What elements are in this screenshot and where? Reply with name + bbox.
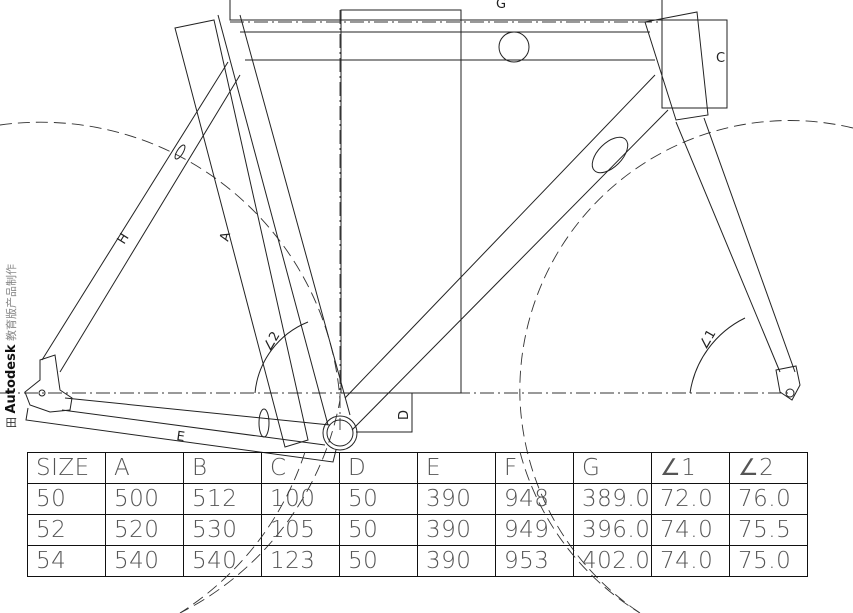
label-g: G bbox=[496, 0, 506, 12]
table-header-row: SIZE A B C D E F G ∠1 ∠2 bbox=[27, 452, 808, 484]
label-d: D bbox=[397, 410, 412, 420]
label-a: A bbox=[217, 230, 234, 243]
fork-blade bbox=[675, 121, 781, 373]
cell: 100 bbox=[261, 483, 340, 515]
down-tube-lower bbox=[351, 109, 669, 431]
cell: 50 bbox=[339, 545, 418, 577]
angle2-arc bbox=[254, 321, 309, 394]
cell: 123 bbox=[261, 545, 340, 577]
label-angle2: ∠2 bbox=[260, 329, 283, 354]
front-axle bbox=[785, 388, 795, 398]
seat-tube-right bbox=[239, 14, 351, 416]
top-dimension-box bbox=[229, 0, 663, 21]
cell: 390 bbox=[417, 483, 496, 515]
table-row: 54 540 540 123 50 390 953 402.0 74.0 75.… bbox=[27, 545, 808, 577]
bottom-bracket bbox=[322, 415, 358, 451]
bottom-bracket-inner bbox=[326, 419, 354, 447]
seat-tube-dimension bbox=[174, 19, 309, 448]
header-cell: C bbox=[261, 452, 340, 484]
header-cell: F bbox=[495, 452, 574, 484]
cell: 50 bbox=[27, 483, 106, 515]
fork-blade-right bbox=[703, 117, 796, 373]
head-tube bbox=[644, 11, 709, 121]
cell: 500 bbox=[105, 483, 184, 515]
rear-wheel-outline bbox=[0, 121, 341, 613]
chainstay bbox=[64, 397, 331, 426]
seat-stay-lower bbox=[59, 74, 241, 373]
chainstay-lower bbox=[61, 409, 326, 446]
cell: 540 bbox=[105, 545, 184, 577]
angle1-arc bbox=[689, 317, 746, 394]
cell: 402.0 bbox=[573, 545, 652, 577]
header-cell: E bbox=[417, 452, 496, 484]
cell: 72.0 bbox=[651, 483, 730, 515]
watermark-suffix: 教育版产品制作 bbox=[5, 264, 18, 342]
header-cell: ∠2 bbox=[729, 452, 808, 484]
label-h: H bbox=[115, 231, 133, 247]
header-cell: B bbox=[183, 452, 262, 484]
header-cell: D bbox=[339, 452, 418, 484]
cell: 105 bbox=[261, 514, 340, 546]
cell: 74.0 bbox=[651, 514, 730, 546]
cell: 948 bbox=[495, 483, 574, 515]
cell: 50 bbox=[339, 483, 418, 515]
cell: 396.0 bbox=[573, 514, 652, 546]
seat-stay bbox=[41, 61, 229, 361]
rear-axle bbox=[38, 389, 46, 397]
label-e: E bbox=[175, 429, 185, 445]
cell: 76.0 bbox=[729, 483, 808, 515]
cell: 953 bbox=[495, 545, 574, 577]
top-tube-circle bbox=[498, 31, 530, 63]
table-row: 52 520 530 105 50 390 949 396.0 74.0 75.… bbox=[27, 514, 808, 546]
bb-drop-dimension bbox=[341, 392, 413, 433]
cell: 75.0 bbox=[729, 545, 808, 577]
cell: 530 bbox=[183, 514, 262, 546]
cell: 74.0 bbox=[651, 545, 730, 577]
down-tube bbox=[344, 74, 656, 399]
chainstay-bridge bbox=[258, 408, 270, 438]
cell: 75.5 bbox=[729, 514, 808, 546]
label-c: C bbox=[716, 51, 725, 66]
cell: 390 bbox=[417, 514, 496, 546]
cell: 389.0 bbox=[573, 483, 652, 515]
autodesk-watermark: 田 Autodesk 教育版产品制作 bbox=[4, 264, 19, 428]
front-dropout bbox=[775, 365, 801, 401]
seat-tube bbox=[217, 14, 329, 426]
cell: 512 bbox=[183, 483, 262, 515]
down-tube-circle bbox=[591, 136, 629, 174]
cell: 390 bbox=[417, 545, 496, 577]
headtube-dimension-box bbox=[661, 19, 728, 109]
rear-dropout bbox=[24, 354, 73, 413]
header-cell: G bbox=[573, 452, 652, 484]
header-cell: A bbox=[105, 452, 184, 484]
table-row: 50 500 512 100 50 390 948 389.0 72.0 76.… bbox=[27, 483, 808, 515]
watermark-brand: Autodesk bbox=[4, 344, 19, 414]
cell: 540 bbox=[183, 545, 262, 577]
header-cell: ∠1 bbox=[651, 452, 730, 484]
size-table: SIZE A B C D E F G ∠1 ∠2 50 500 512 100 … bbox=[27, 452, 808, 577]
cell: 949 bbox=[495, 514, 574, 546]
label-angle1: ∠1 bbox=[696, 327, 719, 352]
seat-stay-bridge bbox=[174, 144, 186, 160]
cell: 520 bbox=[105, 514, 184, 546]
header-cell: SIZE bbox=[27, 452, 106, 484]
cell: 54 bbox=[27, 545, 106, 577]
cell: 50 bbox=[339, 514, 418, 546]
center-box bbox=[340, 9, 462, 394]
cell: 52 bbox=[27, 514, 106, 546]
